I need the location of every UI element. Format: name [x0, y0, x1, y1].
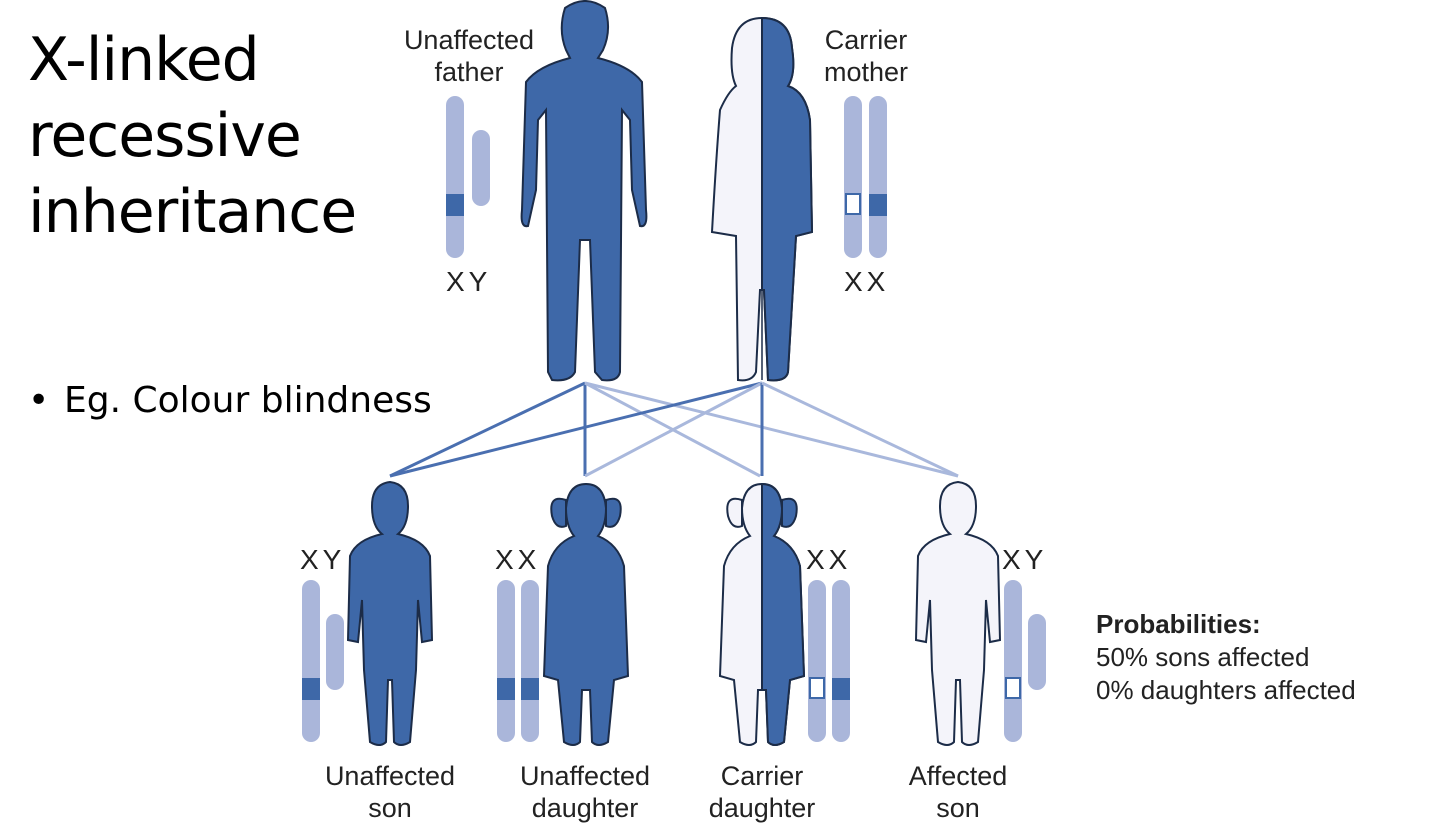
line-mother-affected [761, 381, 959, 478]
mother-chromosomes [844, 96, 887, 258]
carrier-daughter-figure [718, 482, 806, 746]
bullet-icon: • [28, 380, 50, 421]
probability-line: 0% daughters affected [1096, 675, 1356, 705]
child-label: Unaffected son [324, 761, 456, 823]
probabilities-heading: Probabilities: [1096, 609, 1261, 639]
line-mother-son [389, 381, 763, 478]
father-chromosomes [446, 96, 490, 258]
title-line: X-linked [28, 25, 260, 95]
unaffected-son-chromosomes [302, 580, 344, 742]
probability-line: 50% sons affected [1096, 642, 1310, 672]
unaffected-daughter-figure [542, 482, 630, 746]
title-line: recessive [28, 101, 302, 171]
father-label: Unaffected father [403, 25, 535, 87]
title-line: inheritance [28, 177, 357, 247]
father-genotype: XY [446, 266, 492, 297]
child-label: Affected son [908, 761, 1008, 823]
child-genotype: XY [300, 544, 346, 575]
affected-son-figure [914, 480, 1002, 746]
line-mother-daughter [584, 381, 763, 478]
unaffected-daughter-chromosomes [497, 580, 539, 742]
child-genotype: XY [1002, 544, 1048, 575]
child-genotype: XX [806, 544, 852, 575]
line-father-son [389, 381, 586, 478]
line-father-affected [584, 381, 959, 478]
affected-son-chromosomes [1004, 580, 1046, 742]
mother-genotype: XX [844, 266, 890, 297]
mother-label: Carrier mother [823, 25, 909, 87]
child-label: Carrier daughter [708, 761, 816, 823]
child-genotype: XX [495, 544, 541, 575]
slide-title: X-linked recessive inheritance [28, 22, 357, 250]
probabilities-box: Probabilities: 50% sons affected 0% daug… [1096, 608, 1356, 707]
inheritance-lines [389, 381, 959, 478]
father-figure [520, 0, 648, 382]
mother-figure [710, 16, 814, 382]
example-bullet: • Eg. Colour blindness [28, 378, 432, 424]
bullet-text: Eg. Colour blindness [64, 380, 432, 421]
carrier-daughter-chromosomes [808, 580, 850, 742]
child-label: Unaffected daughter [519, 761, 651, 823]
unaffected-son-figure [346, 480, 434, 746]
